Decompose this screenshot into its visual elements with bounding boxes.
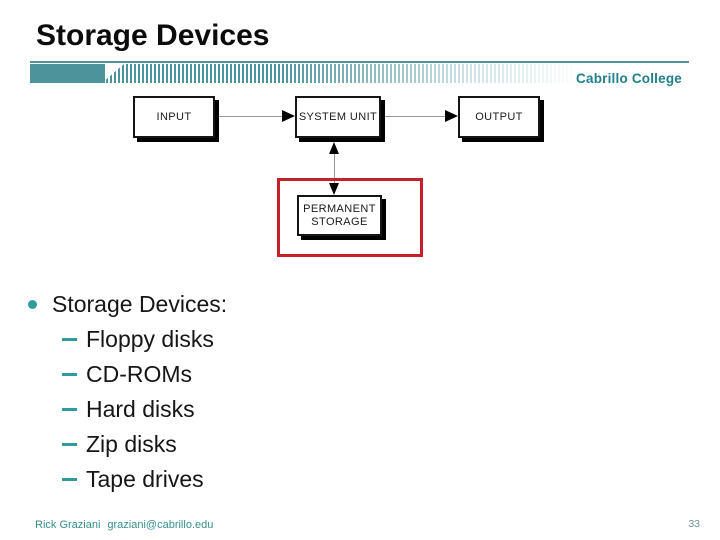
header-bar-solid xyxy=(30,64,105,83)
connector-system-to-storage xyxy=(334,154,335,183)
diagram-box-permanent-storage: PERMANENT STORAGE xyxy=(297,195,382,236)
list-item-label: CD-ROMs xyxy=(86,361,193,387)
list-item-label: Hard disks xyxy=(86,396,195,422)
header-bar-topline xyxy=(30,61,689,63)
arrow-right-icon xyxy=(282,110,295,122)
header-bar-fade xyxy=(102,64,689,83)
page-number: 33 xyxy=(688,518,700,530)
brand-label: Cabrillo College xyxy=(576,71,682,86)
arrow-right-icon xyxy=(445,110,458,122)
dash-icon xyxy=(62,478,77,481)
footer-email: graziani@cabrillo.edu xyxy=(107,519,214,531)
list-item: Hard disks xyxy=(62,392,227,427)
diagram-box-input: INPUT xyxy=(133,96,215,138)
bullet-list: Storage Devices: Floppy disks CD-ROMs Ha… xyxy=(28,287,227,497)
dash-icon xyxy=(62,338,77,341)
diagram-box-system-unit: SYSTEM UNIT xyxy=(295,96,381,138)
list-item-label: Tape drives xyxy=(86,466,204,492)
list-item: Zip disks xyxy=(62,427,227,462)
list-item: Tape drives xyxy=(62,462,227,497)
list-item-label: Floppy disks xyxy=(86,326,214,352)
dash-icon xyxy=(62,443,77,446)
list-item-label: Zip disks xyxy=(86,431,177,457)
list-heading-row: Storage Devices: xyxy=(28,287,227,322)
dash-icon xyxy=(62,373,77,376)
bullet-icon xyxy=(28,300,37,309)
connector-input-to-system xyxy=(219,116,283,117)
highlight-rectangle xyxy=(277,178,423,257)
page-title: Storage Devices xyxy=(36,19,270,52)
connector-system-to-output xyxy=(385,116,446,117)
arrow-up-icon xyxy=(329,142,339,154)
list-item: CD-ROMs xyxy=(62,357,227,392)
header-bar: Cabrillo College xyxy=(30,61,689,87)
footer-author: Rick Graziani xyxy=(35,519,101,531)
arrow-down-icon xyxy=(329,183,339,195)
dash-icon xyxy=(62,408,77,411)
footer: Rick Graziani graziani@cabrillo.edu xyxy=(35,519,213,531)
list-heading: Storage Devices: xyxy=(52,291,228,317)
diagram-box-output: OUTPUT xyxy=(458,96,540,138)
list-item: Floppy disks xyxy=(62,322,227,357)
